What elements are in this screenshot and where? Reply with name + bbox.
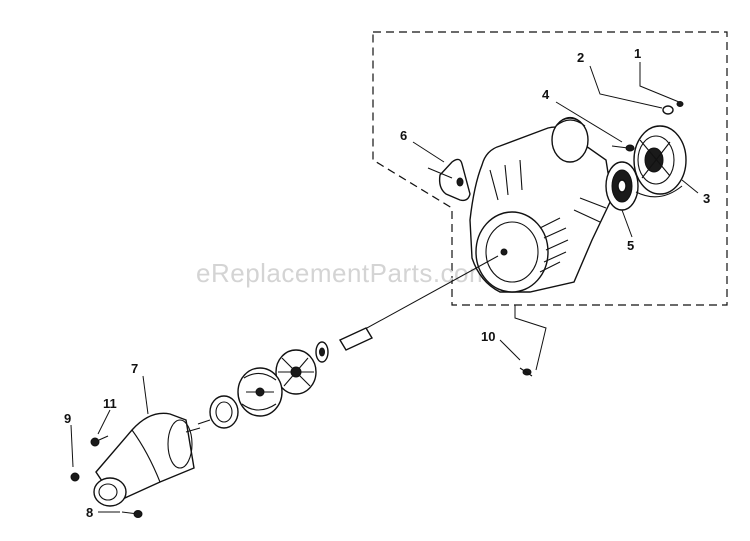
clutch-shoe-assembly [237,367,283,417]
callout-10: 10 [481,329,495,344]
part-6-starter-handle [427,158,471,202]
engine-assembly-boundary [372,31,728,306]
clutch-drum-front [275,349,317,395]
engine-housing [469,116,613,293]
shaft-centerline [355,255,499,335]
callout-3: 3 [703,191,710,206]
callout-4: 4 [542,87,550,102]
callout-6: 6 [400,128,407,143]
part-9-nut [70,472,80,482]
part-4-screw [611,144,635,152]
part-3-starter-cover [633,125,687,198]
part-7-gear-housing [93,412,201,507]
watermark: eReplacementParts.com [196,258,491,288]
callout-7: 7 [131,361,138,376]
callout-9: 9 [64,411,71,426]
leader-lines [70,62,699,513]
callout-11: 11 [103,396,117,411]
part-10-screw [514,305,547,377]
clutch-drum-rear [197,395,239,429]
part-5-starter-pulley [605,161,639,211]
callout-5: 5 [627,238,634,253]
clutch-spring-washer [315,327,374,363]
part-8-bolt [121,510,143,518]
part-1-2-hardware [662,101,684,115]
callout-8: 8 [86,505,93,520]
part-11-screw [90,435,109,447]
callout-1: 1 [634,46,641,61]
callout-2: 2 [577,50,584,65]
